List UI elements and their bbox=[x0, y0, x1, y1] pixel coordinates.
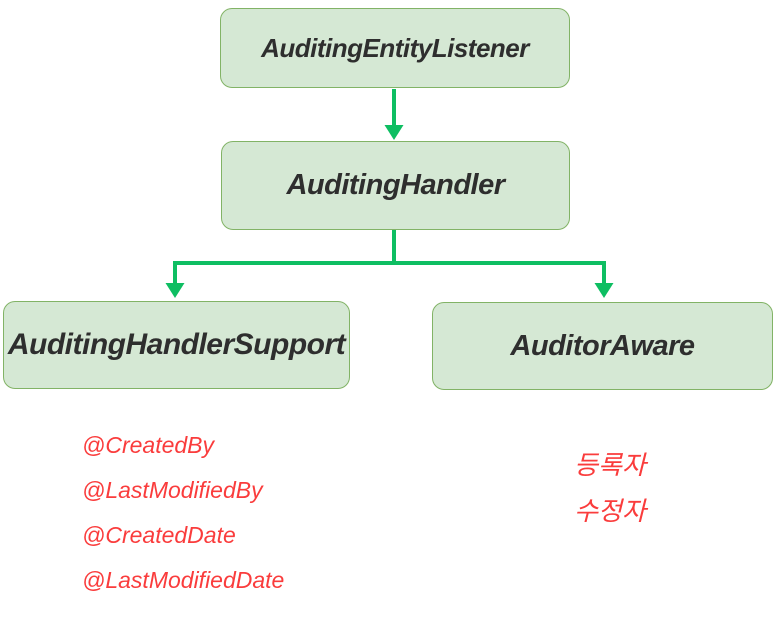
annotation-list-handler-support: @CreatedBy @LastModifiedBy @CreatedDate … bbox=[82, 423, 342, 603]
node-auditor-aware[interactable]: AuditorAware bbox=[432, 302, 773, 390]
arrowhead-down-icon bbox=[594, 283, 614, 298]
annotation-modifier: 수정자 bbox=[574, 496, 646, 526]
node-label: AuditingHandlerSupport bbox=[7, 328, 346, 361]
annotation-created-date: @CreatedDate bbox=[82, 522, 236, 548]
node-label: AuditingEntityListener bbox=[261, 32, 529, 63]
annotation-last-modified-date: @LastModifiedDate bbox=[82, 567, 285, 593]
edge-handler-to-handler-support bbox=[165, 261, 185, 298]
node-label: AuditorAware bbox=[510, 329, 695, 362]
annotation-registrant: 등록자 bbox=[574, 450, 646, 480]
edge-entity-listener-to-handler bbox=[384, 89, 404, 140]
arrowhead-down-icon bbox=[384, 125, 404, 140]
node-auditing-handler-support[interactable]: AuditingHandlerSupport bbox=[3, 301, 350, 389]
node-auditing-entity-listener[interactable]: AuditingEntityListener bbox=[220, 8, 570, 88]
edge-handler-branch-trunk bbox=[173, 230, 606, 265]
annotation-list-auditor-aware: 등록자 수정자 bbox=[530, 442, 690, 534]
node-label: AuditingHandler bbox=[286, 169, 505, 201]
annotation-last-modified-by: @LastModifiedBy bbox=[82, 477, 263, 503]
annotation-created-by: @CreatedBy bbox=[82, 432, 215, 458]
arrowhead-down-icon bbox=[165, 283, 185, 298]
edge-handler-to-auditor-aware bbox=[594, 261, 614, 298]
node-auditing-handler[interactable]: AuditingHandler bbox=[221, 141, 570, 230]
